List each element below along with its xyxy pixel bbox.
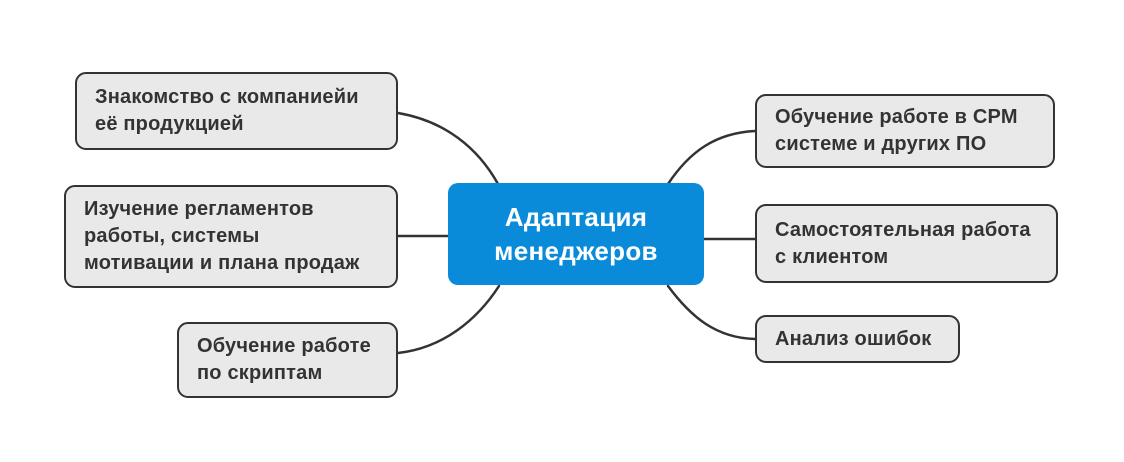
node-independent-work[interactable]: Самостоятельная работа с клиентом — [755, 204, 1058, 283]
node-independent-work-label: Самостоятельная работа с клиентом — [775, 218, 1031, 268]
connector-bottom-left — [396, 284, 501, 355]
node-crm-training[interactable]: Обучение работе в СРМ системе и других П… — [755, 94, 1055, 168]
node-regulations-study-label: Изучение регламентов работы, системы мот… — [84, 198, 360, 274]
node-company-intro-label: Знакомство с компаниейи её продукцией — [95, 86, 359, 135]
node-crm-training-label: Обучение работе в СРМ системе и других П… — [775, 106, 1018, 155]
node-central-topic-label: Адаптация менеджеров — [494, 202, 658, 266]
node-central-topic[interactable]: Адаптация менеджеров — [448, 183, 704, 285]
node-error-analysis[interactable]: Анализ ошибок — [755, 315, 960, 363]
connector-top-right — [666, 129, 757, 186]
node-error-analysis-label: Анализ ошибок — [775, 327, 932, 350]
node-scripts-training-label: Обучение работе по скриптам — [197, 335, 371, 384]
node-company-intro[interactable]: Знакомство с компаниейи её продукцией — [75, 72, 398, 150]
connector-top-left — [396, 111, 500, 186]
node-regulations-study[interactable]: Изучение регламентов работы, системы мот… — [64, 185, 398, 288]
connector-bottom-right — [666, 284, 757, 341]
node-scripts-training[interactable]: Обучение работе по скриптам — [177, 322, 398, 398]
